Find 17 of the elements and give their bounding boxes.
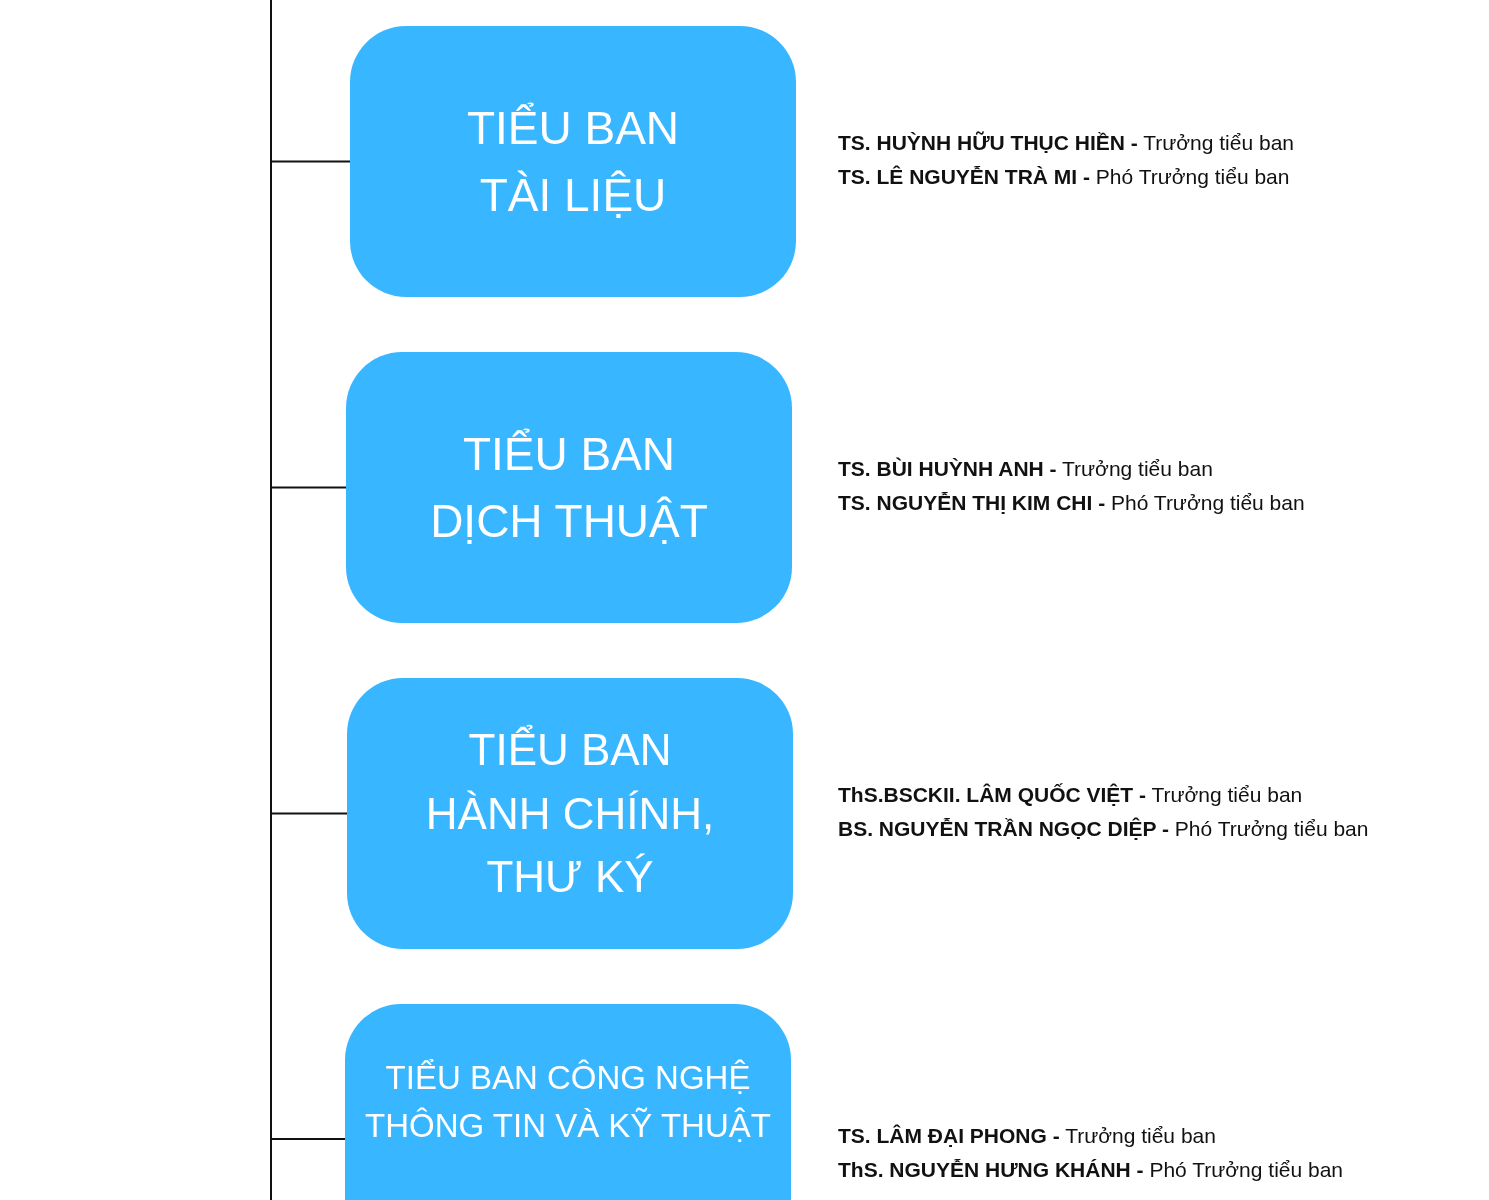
member-line: ThS. NGUYỄN HƯNG KHÁNH - Phó Trưởng tiểu ban [838, 1157, 1345, 1183]
committee-box [346, 352, 792, 623]
member-line: TS. HUỲNH HỮU THỤC HIỀN - Trưởng tiểu ban [838, 129, 1295, 156]
member-line: TS. LÊ NGUYỄN TRÀ MI - Phó Trưởng tiểu ban [838, 163, 1291, 190]
committee-box [347, 678, 793, 949]
committee-box [345, 1004, 791, 1200]
member-line: TS. LÂM ĐẠI PHONG - Trưởng tiểu ban [838, 1123, 1217, 1149]
committee-title: TIỂU BAN TÀI LIỆU [465, 100, 681, 223]
committee-title: TIỂU BAN HÀNH CHÍNH, THƯ KÝ [424, 723, 716, 904]
committee-title: TIỂU BAN CÔNG NGHỆ THÔNG TIN VÀ KỸ THUẬT [364, 1058, 772, 1146]
committee-box [350, 26, 796, 297]
committee-title: TIỂU BAN DỊCH THUẬT [429, 426, 709, 549]
member-line: ThS.BSCKII. LÂM QUỐC VIỆT - Trưởng tiểu ban [838, 781, 1304, 808]
connector-line [270, 0, 346, 1200]
member-line: TS. NGUYỄN THỊ KIM CHI - Phó Trưởng tiểu ban [838, 489, 1306, 516]
member-line: TS. BÙI HUỲNH ANH - Trưởng tiểu ban [838, 455, 1214, 482]
member-line: BS. NGUYỄN TRẦN NGỌC DIỆP - Phó Trưởng tiểu ban [838, 815, 1370, 842]
